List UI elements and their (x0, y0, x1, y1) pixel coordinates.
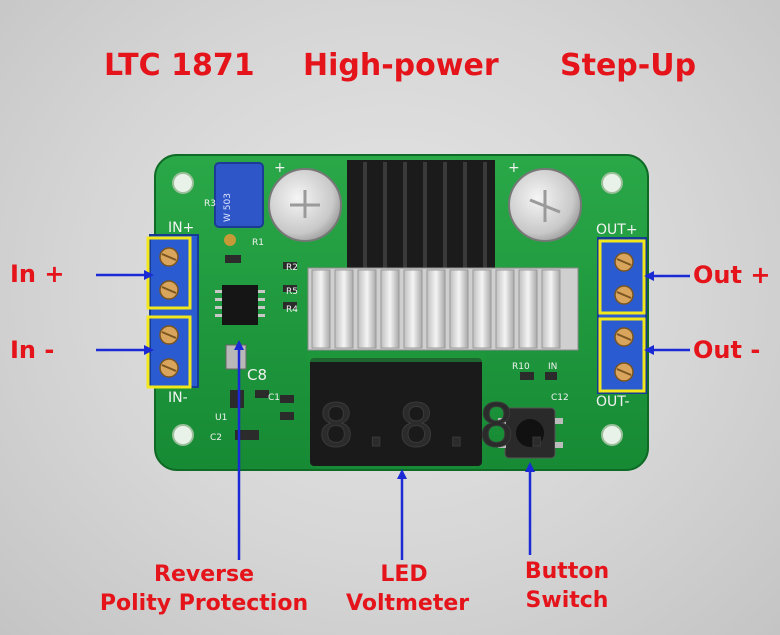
label-out-minus: Out - (693, 336, 761, 364)
label-button-line2: Switch (525, 588, 609, 613)
output-plus-highlight (598, 239, 646, 315)
led-digits: 8.8.8. (318, 391, 559, 461)
c8-component (225, 344, 247, 370)
label-led-voltmeter: LED Voltmeter (346, 560, 470, 618)
label-reverse-line2: Polity Protection (99, 591, 309, 616)
silk-in-plus: IN+ (168, 220, 194, 236)
callout-arrows (96, 270, 690, 560)
silk-c8: C8 (247, 366, 267, 384)
headline-ltc1871: LTC 1871 (104, 48, 255, 83)
label-reverse-protection: Reverse Polity Protection (86, 560, 322, 618)
silk-c1: C1 (268, 393, 280, 403)
silk-r3: R3 (204, 199, 216, 209)
silk-r5: R5 (286, 287, 298, 297)
silk-r10: R10 (512, 362, 530, 372)
controller-chip (222, 285, 258, 325)
led-display (310, 358, 482, 466)
black-heatsink (347, 160, 495, 270)
label-led-line2: Voltmeter (346, 591, 470, 616)
silk-r1: R1 (252, 238, 264, 248)
headline-step-up: Step-Up (560, 48, 697, 83)
silk-r4: R4 (286, 305, 298, 315)
label-button-switch: Button Switch (512, 557, 622, 615)
trimmer-potentiometer (214, 162, 264, 228)
output-minus-highlight (598, 317, 646, 393)
smd-components (225, 255, 557, 440)
silk-out-plus: OUT+ (596, 222, 638, 238)
silk-plus-1: + (274, 160, 286, 176)
headline-high-power: High-power (303, 48, 499, 83)
svg-text:W 503: W 503 (223, 193, 233, 222)
label-button-line1: Button (524, 559, 610, 584)
mounting-holes (172, 172, 623, 446)
silk-out-minus: OUT- (596, 394, 630, 410)
silk-in-minus: IN- (168, 390, 188, 406)
silk-in: IN (548, 362, 557, 372)
label-in-plus: In + (10, 260, 65, 288)
silk-r2: R2 (286, 263, 298, 273)
label-reverse-line1: Reverse (154, 562, 254, 587)
silk-c12: C12 (551, 393, 569, 403)
label-in-minus: In - (10, 336, 55, 364)
label-led-line1: LED (380, 562, 428, 587)
silk-plus-2: + (508, 160, 520, 176)
label-out-plus: Out + (693, 261, 771, 289)
silk-u1: U1 (215, 413, 227, 423)
silk-c2: C2 (210, 433, 222, 443)
